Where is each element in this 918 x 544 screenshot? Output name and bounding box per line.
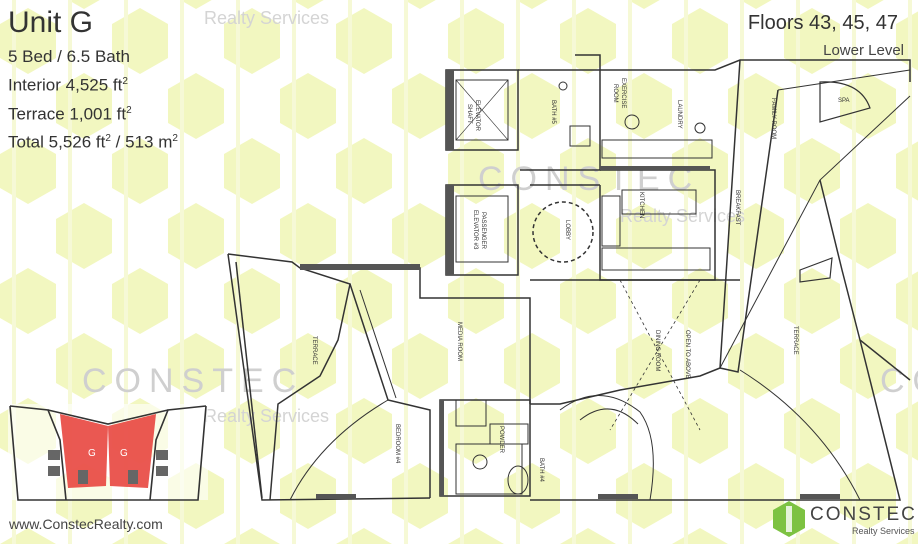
total-value-m: / 513 m [115, 132, 173, 152]
beds-baths: 5 Bed / 6.5 Bath [8, 47, 130, 66]
label-terrace-right: TERRACE [792, 326, 798, 355]
interior-unit-sup: 2 [122, 76, 128, 87]
label-bath-5: BATH #5 [550, 100, 556, 125]
level-label: Lower Level [823, 42, 904, 59]
label-powder: POWDER [498, 426, 504, 454]
terrace-unit-sup: 2 [126, 104, 132, 116]
total-m-sup: 2 [172, 133, 178, 145]
label-exercise-room-2: ROOM [612, 84, 618, 103]
label-passenger-elevator-2: ELEVATOR #3 [472, 210, 478, 250]
total-area: Total 5,526 ft2 / 513 m2 [8, 126, 178, 155]
brand-sub: Realty Services [852, 526, 915, 536]
label-bedroom-4: BEDROOM #4 [394, 424, 400, 464]
floors-label: Floors 43, 45, 47 [747, 12, 898, 34]
label-exercise-room: EXERCISE [620, 78, 626, 108]
interior-label: Interior [8, 75, 61, 95]
label-media-room: MEDIA ROOM [456, 322, 462, 361]
label-elevator-shaft: ELEVATOR [474, 100, 480, 132]
label-terrace-left: TERRACE [311, 336, 317, 365]
label-passenger-elevator: PASSENGER [480, 212, 486, 250]
interior-area: Interior 4,525 ft2 [8, 69, 178, 98]
brand-name: CONSTEC [810, 504, 917, 525]
label-bath-4: BATH #4 [538, 458, 544, 483]
constec-hexagon-icon [773, 501, 805, 537]
watermark-sub-center: Realty Services [620, 206, 746, 226]
label-spa: SPA [838, 98, 850, 104]
total-value-ft: 5,526 ft [48, 132, 106, 152]
terrace-label: Terrace [8, 104, 65, 124]
label-elevator-shaft-2: SHAFT [466, 104, 472, 124]
label-family-room: FAMILY ROOM [770, 98, 776, 139]
watermark-sub-top: Realty Services [204, 8, 330, 28]
watermark-main-right: CONSTEC [880, 362, 918, 400]
total-label: Total [8, 132, 44, 152]
watermark-main-left: CONSTEC [82, 362, 305, 400]
terrace-area: Terrace 1,001 ft2 [8, 98, 178, 127]
key-plan-label-left: G [88, 448, 96, 459]
interior-value: 4,525 ft [65, 75, 123, 95]
label-open-to-above: OPEN TO ABOVE [684, 330, 690, 379]
website-url[interactable]: www.ConstecRealty.com [9, 516, 163, 532]
label-dining-room: DINING ROOM [654, 330, 660, 371]
constec-logo: CONSTEC Realty Services [772, 500, 915, 540]
watermark-sub-left: Realty Services [204, 406, 330, 426]
label-kitchen: KITCHEN [638, 192, 644, 218]
label-laundry: LAUNDRY [676, 100, 682, 129]
label-breakfast: BREAKFAST [734, 190, 740, 226]
unit-info-block: Unit G 5 Bed / 6.5 Bath Interior 4,525 f… [8, 6, 178, 155]
key-plan-unit-g-left [60, 414, 108, 488]
unit-title: Unit G [8, 6, 94, 39]
key-plan-unit-g-right [108, 414, 156, 488]
key-plan-thumbnail: G G [8, 404, 208, 501]
label-lobby: LOBBY [564, 220, 570, 240]
terrace-value: 1,001 ft [69, 104, 127, 124]
key-plan-label-right: G [120, 448, 128, 459]
total-ft-sup: 2 [105, 133, 111, 145]
